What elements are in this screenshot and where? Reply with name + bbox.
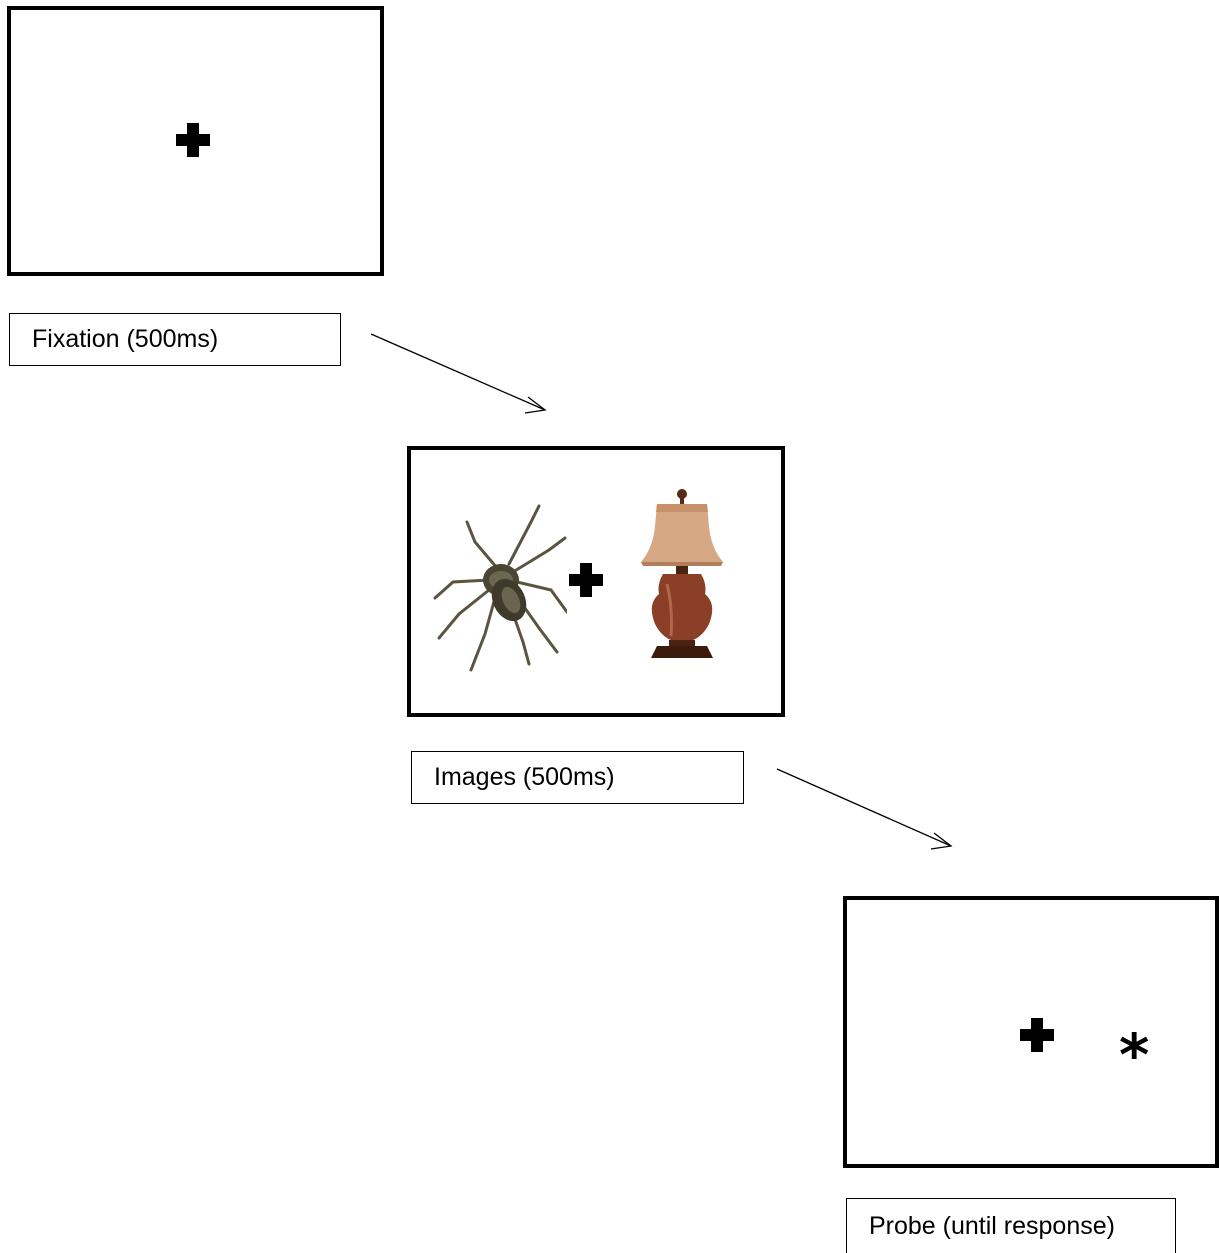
images-screen [407, 446, 785, 717]
asterisk-probe-icon: * [1119, 1021, 1150, 1089]
probe-screen: * [843, 896, 1219, 1168]
stage-label-text: Images (500ms) [434, 763, 615, 791]
fixation-cross-icon [569, 563, 603, 597]
fixation-cross-icon [176, 123, 210, 157]
arrow-icon [776, 768, 953, 850]
stage-label-text: Probe (until response) [869, 1211, 1115, 1240]
spider-image [433, 504, 567, 672]
lamp-image [641, 489, 723, 658]
stage-label-probe: Probe (until response) [846, 1198, 1176, 1253]
fixation-cross-icon [1020, 1018, 1054, 1052]
arrow-icon [370, 333, 547, 414]
fixation-screen [7, 6, 384, 276]
stage-label-fixation: Fixation (500ms) [9, 313, 341, 366]
stage-label-images: Images (500ms) [411, 751, 744, 804]
stage-label-text: Fixation (500ms) [32, 325, 219, 353]
